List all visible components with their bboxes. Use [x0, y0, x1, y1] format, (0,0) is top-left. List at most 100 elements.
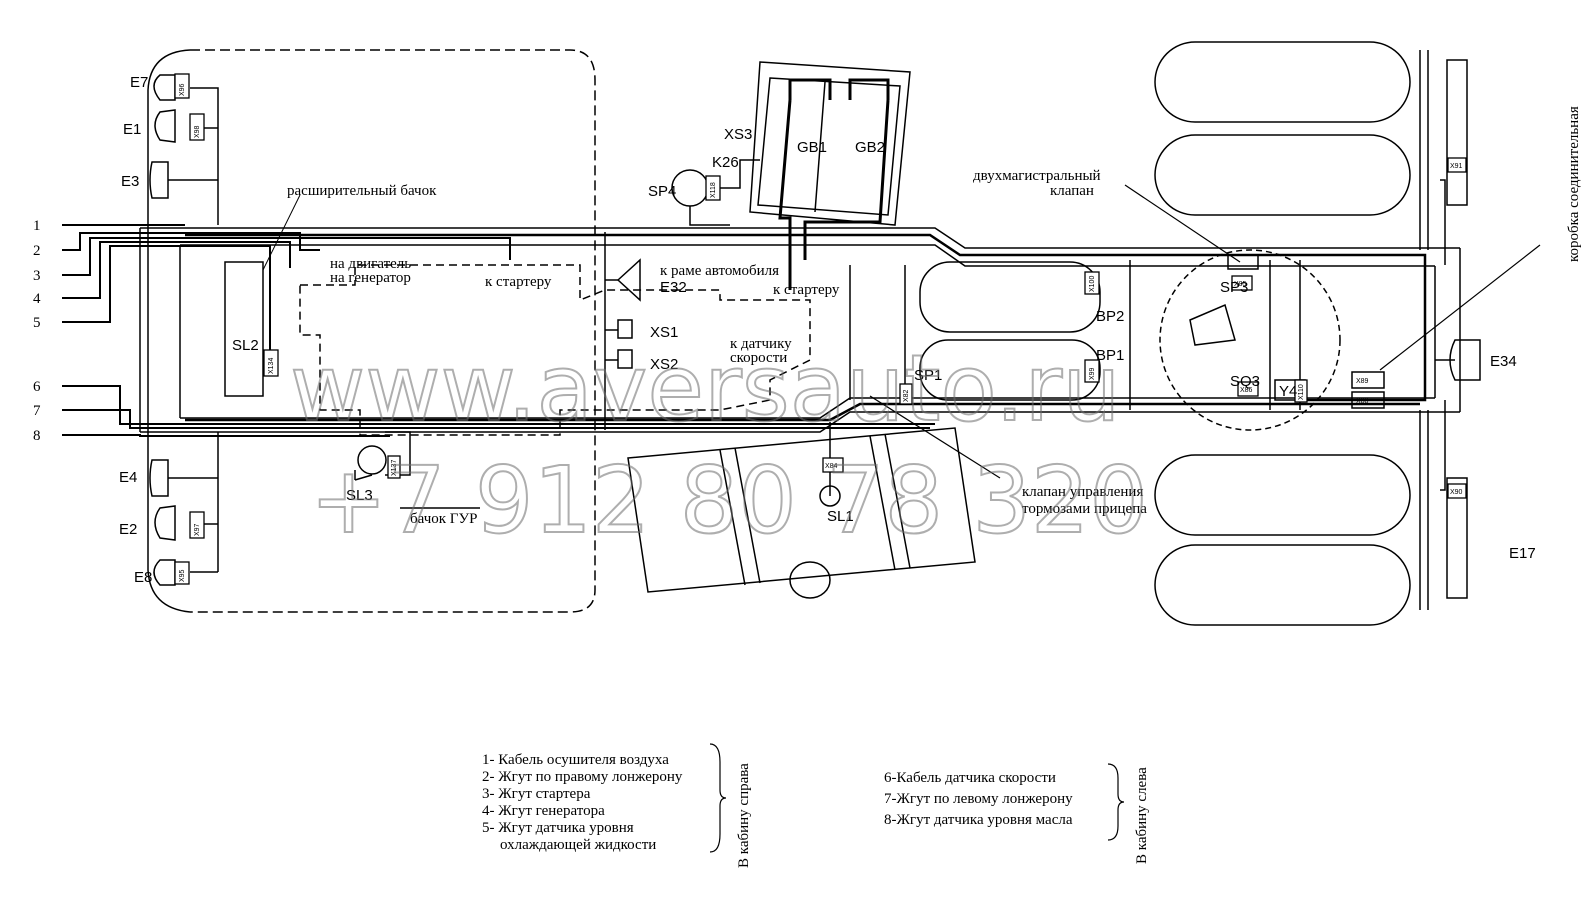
label-speed-sensor-2: скорости	[730, 350, 787, 366]
label-speed-sensor-1: к датчику	[730, 336, 792, 352]
two-line-valve	[1227, 254, 1259, 270]
wire-bundle-right	[62, 224, 511, 360]
label-bp1: BP1	[1096, 347, 1124, 364]
legend-left-cab: 6-Кабель датчика скорости 7-Жгут по лево…	[884, 768, 1073, 831]
label-xs3: XS3	[724, 126, 752, 143]
x100-label: X100	[1089, 276, 1096, 292]
component-labels: E7 E1 E3 E4 E2 E8 SL2 SL3 SL1 SP4 K26 XS…	[119, 74, 1536, 586]
label-sl1: SL1	[827, 508, 854, 525]
connector-boxes	[174, 73, 1467, 585]
watermark-url: www.aversauto.ru	[290, 335, 1121, 442]
label-bp2: BP2	[1096, 308, 1124, 325]
x86-label: X86	[1240, 387, 1253, 394]
label-e17: E17	[1509, 545, 1536, 562]
label-e1: E1	[123, 121, 141, 138]
front-lamps	[149, 74, 219, 586]
x137-label: X137	[391, 460, 398, 476]
frame-front	[139, 228, 181, 432]
label-gb2: GB2	[855, 139, 885, 156]
rear-wheels	[1154, 41, 1429, 626]
x134-label: X134	[268, 358, 275, 374]
rear-axle-housing	[1159, 249, 1341, 431]
frame-rail-top	[140, 227, 1460, 249]
x99-label: X99	[1089, 367, 1096, 380]
label-to-engine: на двигатель	[330, 256, 411, 272]
label-trailer-valve-1: клапан управления	[1022, 484, 1143, 500]
cab-front	[147, 49, 191, 613]
label-sq3: SQ3	[1230, 373, 1260, 390]
label-trailer-valve-2: тормозами прицепа	[1022, 501, 1147, 517]
legend-left-brace	[1107, 763, 1125, 841]
xs1-connector	[617, 319, 633, 339]
watermark-phone: +7 912 80 78 320	[310, 447, 1148, 554]
x118-label: X118	[710, 182, 717, 198]
legend-item-5-cont: охлаждающей жидкости	[500, 837, 657, 853]
wire-number-1: 1	[33, 218, 41, 234]
wire-number-3: 3	[33, 268, 41, 284]
descriptive-labels: расширительный бачок на двигатель на ген…	[287, 106, 1582, 527]
fuel-tank	[627, 427, 976, 599]
frame-rail-bottom-inner	[180, 397, 1435, 419]
x91-label: X91	[1450, 163, 1463, 170]
connector-labels: X96 X98 X97 X95 X134 X137 X118 X84 X82 X…	[179, 83, 1463, 582]
label-sl2: SL2	[232, 337, 259, 354]
legend-item-4: 4- Жгут генератора	[482, 803, 605, 819]
label-to-frame: к раме автомобиля	[660, 263, 779, 279]
label-e4: E4	[119, 469, 137, 486]
rear-lamp-e17	[1446, 477, 1468, 599]
label-gb1: GB1	[797, 139, 827, 156]
label-e7: E7	[130, 74, 148, 91]
label-y4: Y4	[1279, 383, 1297, 400]
x95-label: X95	[179, 569, 186, 582]
label-two-line-valve-2: клапан	[1050, 183, 1094, 199]
legend-item-8: 8-Жгут датчика уровня масла	[884, 812, 1073, 828]
x85-label: X85	[1234, 281, 1247, 288]
legend-item-5: 5- Жгут датчика уровня	[482, 820, 634, 836]
expansion-tank	[224, 261, 264, 397]
air-tank-2	[919, 339, 1101, 401]
side-lamp-e34	[1449, 339, 1481, 381]
e32-lamp	[616, 258, 641, 302]
legend-item-1: 1- Кабель осушителя воздуха	[482, 752, 669, 768]
wire-bundle-left	[62, 385, 935, 437]
label-xs2: XS2	[650, 356, 678, 373]
x82-label: X82	[903, 389, 910, 402]
x88-label: X88	[1356, 398, 1369, 405]
frame-rear	[1434, 248, 1461, 412]
legend-right-group: В кабину справа	[736, 763, 752, 868]
xs2-connector	[617, 349, 633, 369]
rear-lamp-top	[1446, 59, 1468, 206]
watermark: www.aversauto.ru +7 912 80 78 320	[289, 334, 1149, 555]
legend-item-7: 7-Жгут по левому лонжерону	[884, 791, 1073, 807]
x98-label: X98	[194, 125, 201, 138]
legend-item-2: 2- Жгут по правому лонжерону	[482, 769, 683, 785]
legend-right-cab: 1- Кабель осушителя воздуха 2- Жгут по п…	[482, 752, 682, 854]
label-to-generator: на генератор	[330, 270, 411, 286]
frame-rail-bottom	[140, 411, 1460, 433]
label-gur-tank: бачок ГУР	[410, 511, 477, 527]
legend-left-group: В кабину слева	[1134, 767, 1150, 864]
label-junction-box: коробка соединительная	[1566, 106, 1582, 262]
wire-numbers: 1 2 3 4 5 6 7 8	[33, 218, 41, 444]
x90-label: X90	[1450, 489, 1463, 496]
x97-label: X97	[194, 523, 201, 536]
label-sl3: SL3	[346, 487, 373, 504]
battery-box	[749, 61, 911, 226]
wire-number-2: 2	[33, 243, 41, 259]
junction-box-leader	[1379, 244, 1541, 371]
label-two-line-valve-1: двухмагистральный	[973, 168, 1101, 184]
legend-right-brace	[709, 743, 727, 853]
label-sp4: SP4	[648, 183, 676, 200]
x88-connector	[1351, 391, 1385, 409]
label-expansion-tank: расширительный бачок	[287, 183, 437, 199]
wire-number-7: 7	[33, 403, 41, 419]
battery-cables	[778, 78, 890, 290]
wire-number-6: 6	[33, 379, 41, 395]
cab-outline	[190, 49, 596, 613]
x96-label: X96	[179, 83, 186, 96]
label-e3: E3	[121, 173, 139, 190]
label-e8: E8	[134, 569, 152, 586]
sp4-sensor	[671, 169, 709, 207]
label-e32: E32	[660, 279, 687, 296]
